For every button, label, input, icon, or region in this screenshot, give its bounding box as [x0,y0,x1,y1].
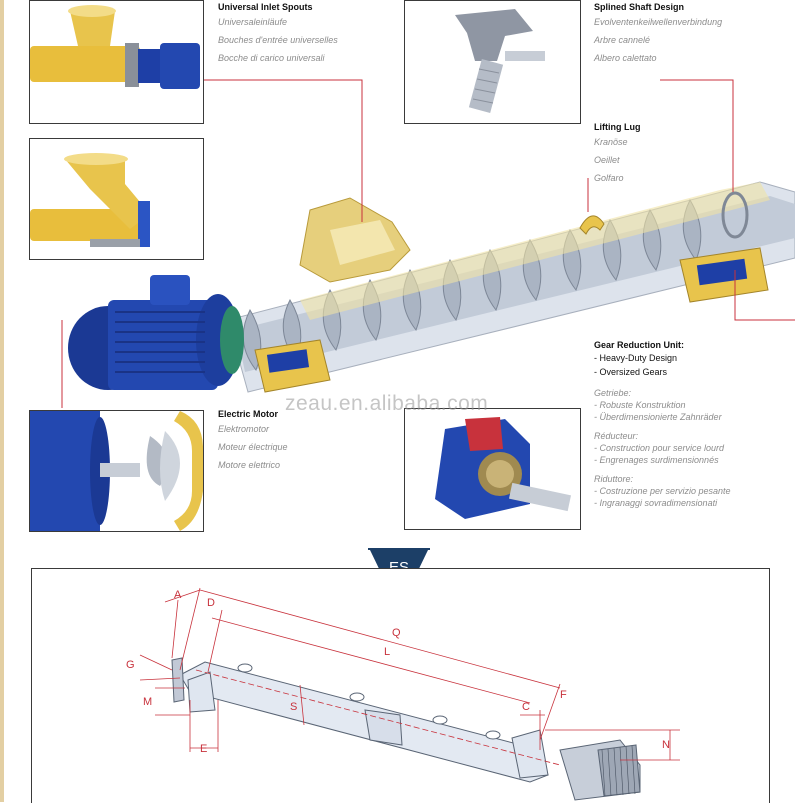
lifting-lug [579,215,605,235]
gear-fr-1: - Construction pour service lourd [594,443,725,453]
gear-it-2: - Ingranaggi sovradimensionati [594,498,718,508]
drawing-conveyor-outline [171,657,641,801]
callout-lines [61,79,795,408]
lug-de: Kranöse [594,137,628,147]
dimension-drawing: A D Q L G M E S C F N [126,587,680,801]
shaft-title: Splined Shaft Design [594,2,685,12]
gear-title: Gear Reduction Unit: [594,340,685,350]
inlet-spout-detail-image [29,0,204,124]
dim-label-a: A [174,589,182,601]
motor-fr: Moteur électrique [218,442,288,452]
gear-de-title: Getriebe: [594,388,632,398]
gear-bullet-2: - Oversized Gears [594,367,668,377]
watermark: zeau.en.alibaba.com [285,392,489,415]
inlet-de: Universaleinläufe [218,17,288,27]
inlet-spout-alt-image [29,138,204,260]
dim-label-c: C [522,701,530,713]
dim-label-q: Q [392,627,401,639]
label-inlet-spouts: Universal Inlet Spouts Universaleinläufe… [218,1,338,67]
dim-label-g: G [126,659,135,671]
inlet-title: Universal Inlet Spouts [218,2,313,12]
screw-conveyor-illustration [61,79,795,408]
gear-it-title: Riduttore: [594,474,634,484]
left-edge-stripe [0,0,4,802]
inlet-it: Bocche di carico universali [218,53,325,63]
end-flange [721,191,749,239]
dim-label-f: F [560,689,567,701]
support-feet [254,247,769,393]
gear-it-1: - Costruzione per servizio pesante [594,486,731,496]
label-lifting-lug: Lifting Lug Kranöse Oeillet Golfaro [594,121,640,187]
gear-reduction-detail-image [404,408,581,530]
label-splined-shaft: Splined Shaft Design Evolventenkeilwelle… [594,1,722,67]
motor-de: Elektromotor [218,424,270,434]
motor-it: Motore elettrico [218,460,281,470]
shaft-fr: Arbre cannelé [594,35,651,45]
dim-label-n: N [662,739,670,751]
dim-label-e: E [200,743,207,755]
gear-fr-title: Réducteur: [594,431,639,441]
electric-motor [68,275,244,390]
splined-shaft-detail-image [404,0,581,124]
dim-label-s: S [290,701,297,713]
dim-label-d: D [207,597,215,609]
electric-motor-detail-image [29,410,204,532]
label-electric-motor: Electric Motor Elektromotor Moteur élect… [218,408,288,474]
gear-fr-2: - Engrenages surdimensionnés [594,455,719,465]
dim-label-m: M [143,696,152,708]
dim-label-l: L [384,646,390,658]
inlet-spout [299,197,411,283]
gear-de-1: - Robuste Konstruktion [594,400,686,410]
motor-title: Electric Motor [218,409,279,419]
shaft-it: Albero calettato [594,53,657,63]
dimension-drawing-panel [31,568,770,803]
gear-bullet-1: - Heavy-Duty Design [594,353,678,363]
lug-it: Golfaro [594,173,624,183]
shaft-de: Evolventenkeilwellenverbindung [594,17,723,27]
lug-fr: Oeillet [594,155,620,165]
label-gear-reduction: Gear Reduction Unit: - Heavy-Duty Design… [594,339,731,509]
gear-de-2: - Überdimensionierte Zahnräder [594,412,722,422]
inlet-fr: Bouches d'entrée universelles [218,35,338,45]
dimension-lines [139,587,680,766]
lug-title: Lifting Lug [594,122,641,132]
